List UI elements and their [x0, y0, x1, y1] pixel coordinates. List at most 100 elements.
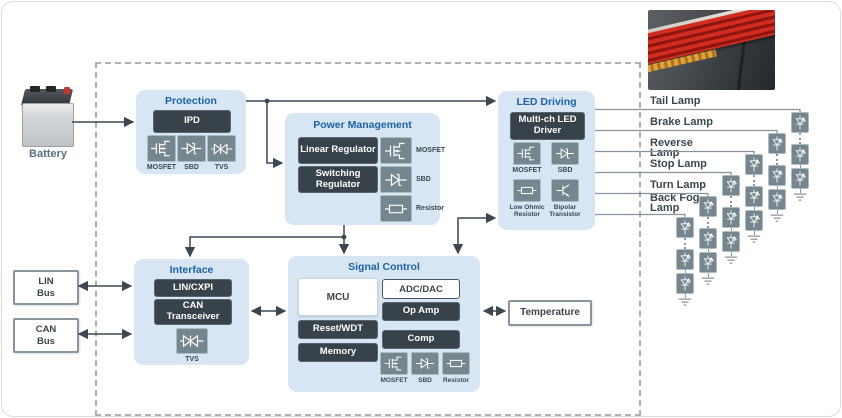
comp-chip: Comp [382, 330, 460, 349]
sbd-icon [411, 352, 439, 375]
lin-bus-label-line2: Bus [37, 287, 55, 299]
led-chain-reverse-lamp [745, 154, 763, 244]
mosfet-icon [380, 352, 408, 375]
ground-icon [723, 256, 739, 265]
led-icon [745, 154, 763, 175]
battery-terminal [64, 87, 70, 94]
led-icon [768, 189, 786, 210]
sbd-icon [177, 135, 206, 162]
icon-label: MOSFET [512, 167, 542, 174]
led-chain-brake-lamp [768, 133, 786, 223]
led-chain-dotted-link [753, 175, 755, 186]
ground-icon [677, 298, 693, 307]
mosfet-icon [513, 142, 541, 165]
ground-icon [746, 235, 762, 244]
bipolar-transistor-icon [551, 179, 579, 202]
switching-regulator-chip: Switching Regulator [298, 166, 378, 193]
led-icon [768, 165, 786, 186]
sbd-icon [551, 142, 579, 165]
battery-illustration [20, 84, 76, 148]
reverse-lamp-label: Reverse Lamp [650, 137, 693, 159]
ground-icon [769, 214, 785, 223]
led-chain-dotted-link [684, 238, 686, 249]
led-icon [722, 207, 740, 228]
reset-wdt-chip: Reset/WDT [298, 320, 378, 339]
led-icon [791, 168, 809, 189]
mosfet-icon [380, 137, 412, 164]
led-icon [699, 196, 717, 217]
led-chain-tail-lamp [791, 112, 809, 202]
sbd-icon [380, 166, 412, 193]
signal-control-block: Signal Control MCU ADC/DAC Op Amp Reset/… [288, 256, 480, 392]
tail-lamp-label: Tail Lamp [650, 95, 701, 107]
icon-label: MOSFET [380, 377, 408, 384]
signal-control-title: Signal Control [348, 261, 420, 273]
ecu-boundary-dashed-box [95, 62, 641, 416]
icon-label: SBD [416, 175, 431, 183]
led-chain-dotted-link [799, 133, 801, 144]
icon-label: TVS [214, 164, 229, 171]
icon-label: Bipolar Transistor [549, 204, 581, 219]
led-icon [791, 112, 809, 133]
led-icon [745, 210, 763, 231]
icon-label: SBD [557, 167, 573, 174]
power-management-title: Power Management [313, 119, 412, 131]
tail-lamp-photo [648, 10, 775, 90]
icon-label: TVS [185, 356, 199, 363]
interface-block: Interface LIN/CXPI CAN Transceiver TVS [134, 259, 249, 365]
icon-label: Resistor [416, 204, 445, 212]
interface-title: Interface [169, 264, 214, 276]
stop-lamp-label: Stop Lamp [650, 158, 707, 170]
mosfet-icon [147, 135, 176, 162]
memory-chip: Memory [298, 343, 378, 362]
multi-ch-led-driver-chip: Multi-ch LED Driver [510, 112, 585, 140]
resistor-icon [442, 352, 470, 375]
icon-label: SBD [184, 164, 199, 171]
tvs-icon [207, 135, 236, 162]
can-bus-label-line2: Bus [37, 335, 55, 347]
adc-dac-chip: ADC/DAC [382, 279, 460, 299]
led-icon [676, 217, 694, 238]
battery-label: Battery [29, 148, 67, 160]
temperature-label: Temperature [520, 307, 580, 318]
led-icon [699, 228, 717, 249]
led-icon [768, 133, 786, 154]
led-driving-title: LED Driving [516, 96, 577, 108]
power-management-block: Power Management Linear Regulator Switch… [285, 113, 445, 225]
turn-lamp-label: Turn Lamp [650, 179, 707, 191]
op-amp-chip: Op Amp [382, 302, 460, 321]
icon-label: SBD [418, 377, 432, 384]
back-fog-lamp-label: Back Fog Lamp [650, 192, 700, 214]
led-icon [676, 273, 694, 294]
led-icon [722, 175, 740, 196]
brake-lamp-label: Brake Lamp [650, 116, 713, 128]
led-icon [699, 252, 717, 273]
battery-cap [46, 86, 56, 92]
led-chain-dotted-link [707, 217, 709, 228]
can-bus-box: CAN Bus [13, 318, 79, 353]
icon-label: MOSFET [416, 146, 446, 154]
battery-cap [30, 86, 40, 92]
resistor-icon [380, 195, 412, 222]
led-chain-dotted-link [730, 196, 732, 207]
lin-cxpi-chip: LIN/CXPI [154, 279, 232, 297]
icon-label: MOSFET [146, 164, 177, 171]
protection-title: Protection [165, 95, 217, 107]
linear-regulator-chip: Linear Regulator [298, 137, 378, 164]
can-transceiver-chip: CAN Transceiver [154, 299, 232, 325]
led-icon [722, 231, 740, 252]
led-icon [676, 249, 694, 270]
lin-bus-label-line1: LIN [38, 276, 54, 288]
low-ohmic-resistor-icon [513, 179, 541, 202]
temperature-box: Temperature [508, 300, 592, 326]
icon-label: Resistor [442, 377, 469, 384]
protection-block: Protection IPD MOSFET SBD TVS [136, 90, 246, 174]
lin-bus-box: LIN Bus [13, 270, 79, 305]
can-bus-label-line1: CAN [35, 324, 57, 336]
mcu-chip: MCU [298, 278, 378, 316]
ground-icon [792, 193, 808, 202]
led-driving-block: LED Driving Multi-ch LED Driver MOSFET S… [498, 91, 595, 230]
ground-icon [700, 277, 716, 286]
led-chain-dotted-link [776, 154, 778, 165]
